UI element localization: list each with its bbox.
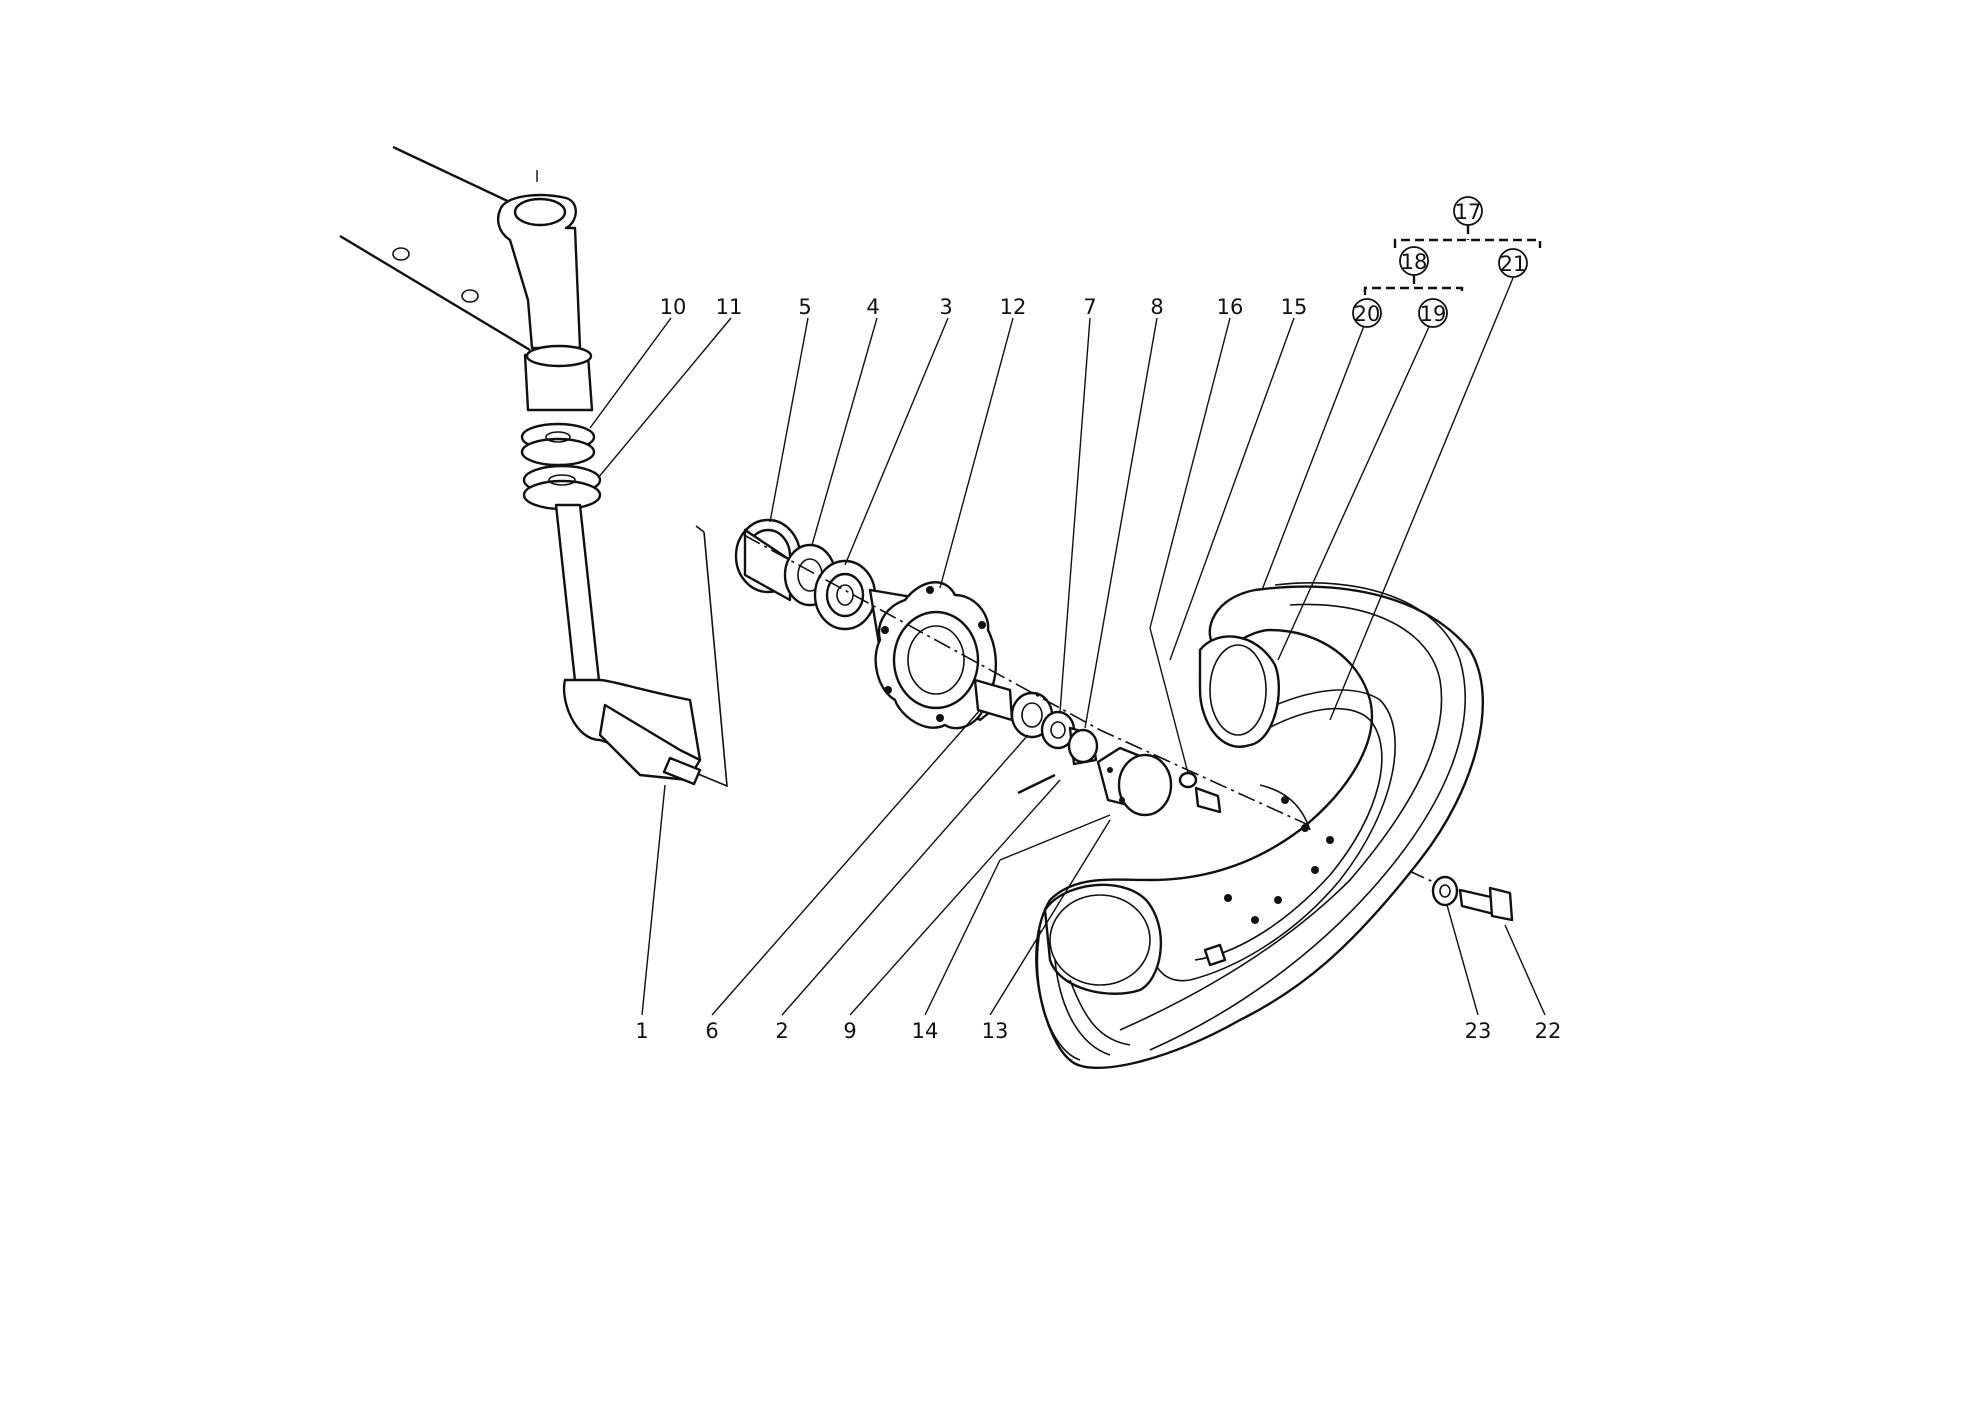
label-16: 16 xyxy=(1217,295,1244,319)
washer-stack xyxy=(520,422,602,511)
taper-roller-bearing xyxy=(813,559,877,631)
label-6: 6 xyxy=(705,1019,718,1043)
hub-cap xyxy=(1096,746,1173,817)
part-labels: 10 11 5 4 3 12 7 8 16 15 20 19 18 21 17 … xyxy=(635,196,1562,1043)
kingpin-housing xyxy=(496,193,594,412)
label-23: 23 xyxy=(1465,1019,1492,1043)
label-9: 9 xyxy=(843,1019,856,1043)
label-11: 11 xyxy=(716,295,743,319)
label-20-circle xyxy=(1352,298,1382,328)
label-4: 4 xyxy=(866,295,879,319)
label-18: 18 xyxy=(1401,250,1428,274)
stub-axle-spindle xyxy=(554,503,728,788)
label-8: 8 xyxy=(1150,295,1163,319)
label-14: 14 xyxy=(912,1019,939,1043)
label-18-circle xyxy=(1399,246,1429,276)
label-2: 2 xyxy=(775,1019,788,1043)
label-3: 3 xyxy=(939,295,952,319)
label-15: 15 xyxy=(1281,295,1308,319)
label-12: 12 xyxy=(1000,295,1027,319)
label-13: 13 xyxy=(982,1019,1009,1043)
label-21-circle xyxy=(1498,248,1528,278)
label-5: 5 xyxy=(798,295,811,319)
leader-lines xyxy=(589,277,1546,1016)
hub-cap-bolt xyxy=(1178,771,1222,814)
spindle-axis-line xyxy=(695,525,705,533)
label-10: 10 xyxy=(660,295,687,319)
bracket-group-18 xyxy=(1363,286,1464,295)
label-21: 21 xyxy=(1500,252,1527,276)
wheel-hub xyxy=(868,581,1014,730)
axle-beam xyxy=(339,145,538,352)
label-20: 20 xyxy=(1354,302,1381,326)
bracket-group-17 xyxy=(1393,238,1542,248)
wheel-tyre-assembly xyxy=(1035,582,1484,1070)
label-19: 19 xyxy=(1420,302,1447,326)
split-pin xyxy=(1017,773,1056,795)
wheel-nut-washer xyxy=(1431,875,1459,907)
label-22: 22 xyxy=(1535,1019,1562,1043)
label-7: 7 xyxy=(1083,295,1096,319)
label-17: 17 xyxy=(1455,200,1482,224)
label-19-circle xyxy=(1418,298,1448,328)
wheel-bolt xyxy=(1458,886,1514,922)
castle-nut xyxy=(1067,726,1099,766)
label-17-circle xyxy=(1453,196,1483,226)
label-1: 1 xyxy=(635,1019,648,1043)
